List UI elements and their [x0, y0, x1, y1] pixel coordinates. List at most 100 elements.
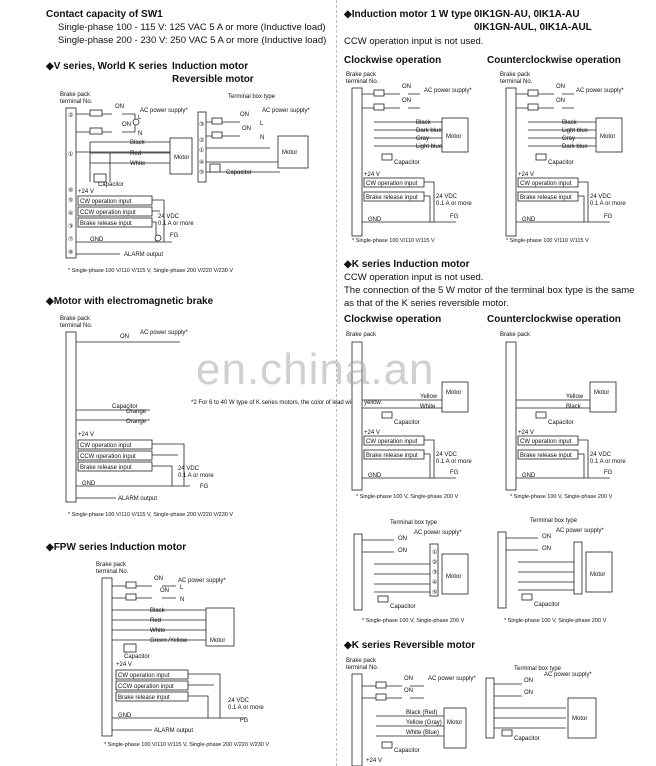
svg-text:Orange: Orange: [126, 419, 147, 425]
svg-text:CW operation input: CW operation input: [366, 181, 418, 187]
induction1w-cw-title: Clockwise operation: [344, 55, 442, 66]
fpw-subtitle: Induction motor: [110, 542, 187, 553]
svg-text:Motor: Motor: [447, 720, 462, 726]
svg-text:CCW operation input: CCW operation input: [80, 454, 136, 460]
svg-text:CW operation input: CW operation input: [520, 439, 572, 445]
svg-text:L: L: [138, 115, 142, 121]
kinduction-cw-diagram: Brake pack Yellow White Motor Capacitor …: [346, 332, 472, 491]
svg-text:③: ③: [68, 223, 73, 230]
kinduction-ccw-diagram: Brake pack Yellow Black Motor Capacitor …: [500, 332, 626, 491]
svg-text:Brake release input: Brake release input: [520, 195, 572, 201]
kinduction-cw-title: Clockwise operation: [344, 314, 442, 325]
svg-text:Terminal box type: Terminal box type: [514, 666, 562, 672]
svg-text:AC power supply*: AC power supply*: [262, 108, 310, 114]
svg-text:GND: GND: [368, 473, 382, 479]
label-on: ON: [115, 104, 124, 110]
label-24v: +24 V: [78, 189, 94, 195]
svg-text:AC power supply*: AC power supply*: [428, 676, 476, 682]
brake-footnote: * Single-phase 100 V/110 V/115 V, Single…: [68, 512, 234, 518]
svg-text:Black: Black: [150, 608, 166, 614]
svg-text:Motor: Motor: [446, 574, 461, 580]
kinduction-note1: CCW operation input is not used.: [344, 272, 484, 283]
svg-text:24 VDC: 24 VDC: [590, 452, 612, 458]
brake-title: ◆Motor with electromagnetic brake: [46, 296, 214, 307]
label-terminal-no: terminal No.: [60, 99, 93, 105]
svg-text:③: ③: [199, 121, 204, 128]
svg-text:FG: FG: [240, 718, 249, 724]
kinduction-terminal-box-cw: Terminal box type: [390, 520, 438, 526]
svg-text:ON: ON: [240, 112, 249, 118]
kinduction-tb-ccw-footnote: * Single-phase 100 V, Single-phase 200 V: [504, 618, 607, 624]
svg-text:AC power supply*: AC power supply*: [414, 530, 462, 536]
svg-text:0.1 A or more: 0.1 A or more: [436, 459, 472, 465]
svg-text:Light blue: Light blue: [562, 128, 589, 134]
svg-text:⑤: ⑤: [432, 589, 437, 596]
label-on: ON: [122, 122, 131, 128]
svg-text:White: White: [150, 628, 166, 634]
svg-text:FG: FG: [604, 470, 613, 476]
svg-text:24 VDC: 24 VDC: [590, 194, 612, 200]
kinduction-note2b: as that of the K series reversible motor…: [344, 298, 509, 309]
svg-text:White (Blue): White (Blue): [406, 730, 439, 736]
svg-text:ON: ON: [242, 126, 251, 132]
svg-text:①: ①: [68, 151, 73, 158]
svg-text:+24 V: +24 V: [518, 172, 534, 178]
svg-text:0.1 A or more: 0.1 A or more: [590, 201, 626, 207]
svg-text:AC power supply*: AC power supply*: [140, 330, 188, 336]
svg-text:Capacitor: Capacitor: [548, 160, 574, 166]
svg-text:Dark blue: Dark blue: [416, 128, 442, 134]
svg-text:+24 V: +24 V: [78, 432, 94, 438]
svg-text:Capacitor: Capacitor: [124, 654, 150, 660]
svg-text:terminal No.: terminal No.: [346, 665, 379, 671]
label-white: White: [130, 161, 146, 167]
svg-text:Black: Black: [416, 120, 432, 126]
svg-text:ON: ON: [154, 576, 163, 582]
svg-text:Brake pack: Brake pack: [500, 72, 531, 78]
svg-text:+24 V: +24 V: [116, 662, 132, 668]
svg-text:Capacitor: Capacitor: [514, 736, 540, 742]
svg-text:Dark blue: Dark blue: [562, 144, 588, 150]
svg-text:Brake release input: Brake release input: [366, 453, 418, 459]
svg-text:Brake release input: Brake release input: [80, 465, 132, 471]
svg-text:ON: ON: [398, 548, 407, 554]
svg-text:⑤: ⑤: [199, 169, 204, 176]
svg-text:N: N: [260, 135, 264, 141]
kinduction-terminal-box-cw-diagram: ON ON AC power supply* ① ② ③ ④ ⑤ Motor C…: [353, 530, 469, 611]
label-ac-supply: AC power supply*: [140, 108, 188, 114]
svg-text:②: ②: [432, 559, 437, 566]
svg-text:Brake pack: Brake pack: [346, 658, 377, 664]
vseries-subtitle1: Induction motor: [172, 61, 249, 72]
svg-text:Capacitor: Capacitor: [390, 604, 416, 610]
svg-text:Capacitor: Capacitor: [226, 170, 252, 176]
svg-text:③: ③: [432, 569, 437, 576]
svg-text:GND: GND: [118, 713, 132, 719]
svg-text:Capacitor: Capacitor: [548, 420, 574, 426]
svg-text:FG: FG: [450, 214, 459, 220]
svg-text:terminal No.: terminal No.: [60, 323, 93, 329]
induction1w-note: CCW operation input is not used.: [344, 36, 484, 47]
induction1w-ccw-title: Counterclockwise operation: [487, 55, 621, 66]
svg-text:24 VDC: 24 VDC: [158, 214, 180, 220]
svg-text:Light blue: Light blue: [416, 144, 443, 150]
svg-text:Motor: Motor: [590, 572, 605, 578]
kinduction-note2a: The connection of the 5 W motor of the t…: [344, 285, 635, 296]
label-capacitor: Capacitor: [98, 182, 124, 188]
svg-text:①: ①: [432, 549, 437, 556]
svg-text:24 VDC: 24 VDC: [436, 194, 458, 200]
svg-text:Yellow (Gray): Yellow (Gray): [406, 720, 442, 726]
vseries-subtitle2: Reversible motor: [172, 74, 254, 85]
svg-text:White: White: [420, 404, 436, 410]
svg-text:ALARM output: ALARM output: [154, 728, 193, 734]
svg-text:Motor: Motor: [282, 150, 297, 156]
svg-text:FG: FG: [170, 233, 179, 239]
svg-text:terminal No.: terminal No.: [346, 79, 379, 85]
kinduction-terminal-box-ccw-diagram: ON ON AC power supply* Motor Capacitor: [497, 528, 613, 609]
induction1w-models1: 0IK1GN-AU, 0IK1A-AU: [474, 9, 580, 20]
svg-text:Motor: Motor: [600, 134, 615, 140]
svg-text:Black (Red): Black (Red): [406, 710, 437, 716]
svg-text:④: ④: [68, 210, 73, 217]
induction1w-ccw-footnote: * Single-phase 100 V/110 V/115 V: [506, 238, 589, 244]
svg-text:L: L: [260, 121, 264, 127]
svg-text:⑤: ⑤: [68, 197, 73, 204]
svg-text:②: ②: [199, 137, 204, 144]
